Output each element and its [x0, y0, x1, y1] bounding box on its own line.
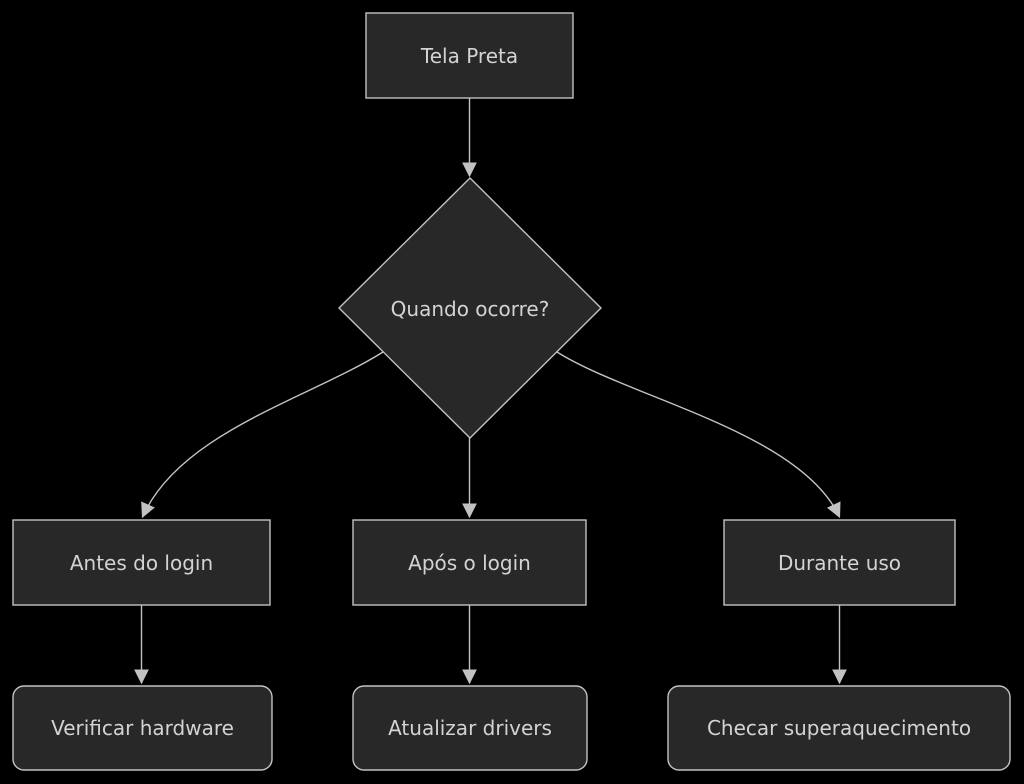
node-check-overheating: Checar superaquecimento: [667, 685, 1011, 771]
during-use-label: Durante uso: [778, 551, 901, 575]
before-login-box: [12, 519, 271, 606]
start-node-box: [365, 12, 574, 99]
update-drivers-box: [352, 685, 588, 771]
decision-diamond: [338, 177, 602, 439]
node-during-use: Durante uso: [723, 519, 956, 606]
node-update-drivers: Atualizar drivers: [352, 685, 588, 771]
during-use-box: [723, 519, 956, 606]
edge-decision-to-before-login: [141, 351, 384, 519]
node-start: Tela Preta: [365, 12, 574, 99]
before-login-label: Antes do login: [70, 551, 213, 575]
node-verify-hardware: Verificar hardware: [12, 685, 273, 771]
node-decision: Quando ocorre?: [338, 177, 602, 439]
node-after-login: Após o login: [352, 519, 587, 606]
edge-decision-to-during-use: [556, 351, 841, 519]
check-overheating-box: [667, 685, 1011, 771]
node-before-login: Antes do login: [12, 519, 271, 606]
after-login-box: [352, 519, 587, 606]
update-drivers-label: Atualizar drivers: [388, 716, 552, 740]
check-overheating-label: Checar superaquecimento: [707, 716, 971, 740]
decision-label: Quando ocorre?: [391, 297, 550, 321]
verify-hardware-label: Verificar hardware: [51, 716, 234, 740]
start-node-label: Tela Preta: [420, 44, 518, 68]
after-login-label: Após o login: [408, 551, 531, 575]
verify-hardware-box: [12, 685, 273, 771]
edges-layer: [134, 98, 847, 685]
